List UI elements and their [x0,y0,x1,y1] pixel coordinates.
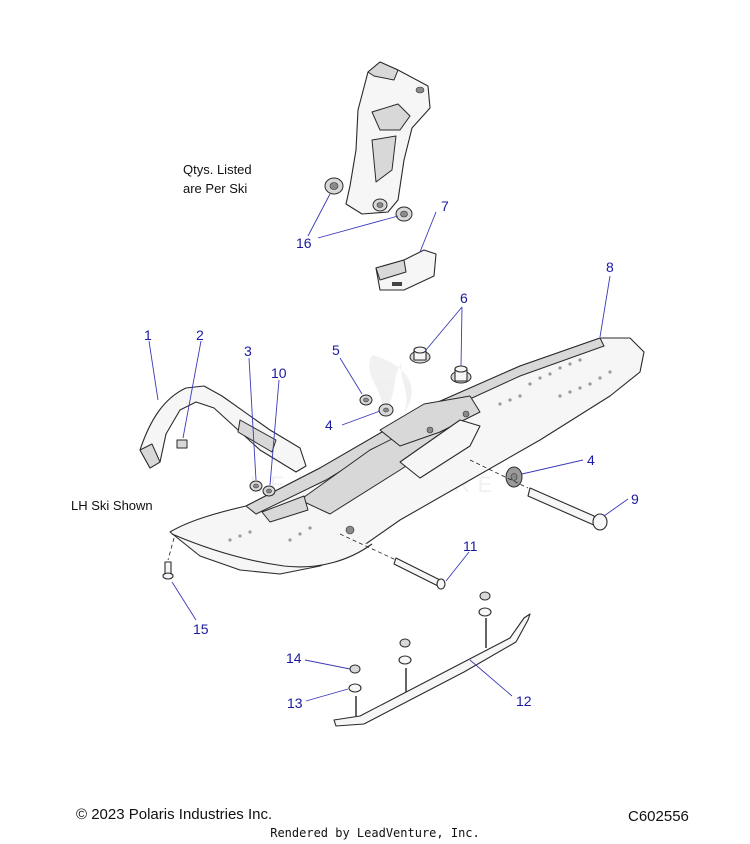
nut-5 [359,394,373,406]
callout-6: 6 [460,290,468,306]
callout-4-upper: 4 [325,417,333,433]
bolt-11 [339,533,446,590]
callout-16: 16 [296,235,312,251]
spindle-bushing-right [395,206,413,222]
nut-3 [249,480,263,492]
side-note: LH Ski Shown [71,498,153,513]
callout-numbers: 1 2 3 10 4 5 6 7 8 9 4 11 12 13 14 15 16 [144,198,639,711]
ski-bumper-part [375,249,437,291]
callout-5: 5 [332,342,340,358]
washer-4-upper [378,403,394,417]
callout-7: 7 [441,198,449,214]
bolt-6-left [409,346,431,364]
runner-nut-1 [478,591,492,617]
spindle-bushing-left [324,177,344,195]
ski-body-part [169,337,645,575]
callout-13: 13 [287,695,303,711]
callout-2: 2 [196,327,204,343]
callout-4-lower: 4 [587,452,595,468]
bolt-6-right [450,365,472,384]
diagram-code: C602556 [628,808,689,825]
callout-8: 8 [606,259,614,275]
carbide-runner-part [333,613,531,727]
callout-12: 12 [516,693,532,709]
callout-15: 15 [193,621,209,637]
spindle-part [345,61,431,215]
rendered-by-text: Rendered by LeadVenture, Inc. [270,826,480,840]
runner-nut-2 [398,638,412,665]
washer-4-lower [505,466,523,488]
callout-14: 14 [286,650,302,666]
quantity-note-line2: are Per Ski [183,181,248,196]
callout-10: 10 [271,365,287,381]
screw-15 [162,537,175,580]
washer-13 [348,683,362,693]
quantity-note-line1: Qtys. Listed [183,162,252,177]
callout-3: 3 [244,343,252,359]
callout-9: 9 [631,491,639,507]
leader-lines [148,193,629,702]
washer-10 [262,485,276,497]
spindle-bolt-9 [469,459,608,531]
quantity-note: Qtys. Listed are Per Ski [183,160,252,198]
ski-loop-part [139,385,307,473]
loop-nut-2 [176,439,188,449]
callout-1: 1 [144,327,152,343]
callout-11: 11 [463,538,478,554]
copyright-text: © 2023 Polaris Industries Inc. [76,806,273,823]
nut-14 [349,664,361,674]
